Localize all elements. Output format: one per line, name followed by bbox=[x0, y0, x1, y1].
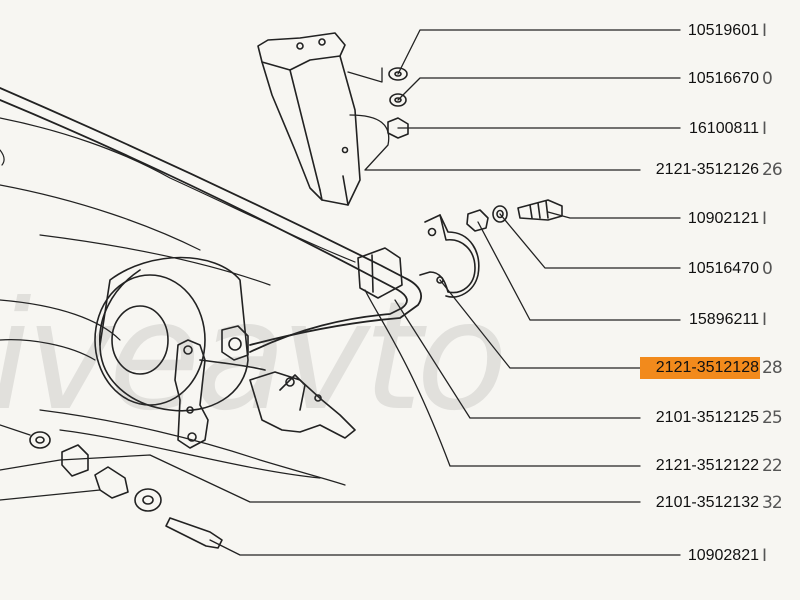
part-number-label[interactable]: 10902821 bbox=[640, 545, 760, 567]
part-number-label[interactable]: 2101-3512125 bbox=[640, 407, 760, 429]
part-number-label[interactable]: 2101-3512132 bbox=[640, 492, 760, 514]
part-number-text: 10902121 bbox=[687, 210, 759, 227]
part-quantity: 0 bbox=[762, 69, 773, 89]
lower-arm-fragment bbox=[249, 371, 356, 439]
link-arm bbox=[174, 339, 266, 449]
part-quantity: 0 bbox=[762, 259, 773, 279]
stabilizer-bar bbox=[0, 87, 422, 353]
part-number-text: 2101-3512125 bbox=[655, 409, 759, 426]
part-quantity: 32 bbox=[762, 493, 783, 513]
part-number-label[interactable]: 2121-3512122 bbox=[640, 455, 760, 477]
part-number-text: 16100811 bbox=[689, 120, 759, 137]
part-number-label[interactable]: 16100811 bbox=[640, 118, 760, 140]
part-quantity: 22 bbox=[762, 456, 783, 476]
part-number-text: 10519601 bbox=[687, 22, 759, 39]
part-quantity: I bbox=[762, 119, 767, 139]
part-number-label[interactable]: 2121-3512128 bbox=[640, 357, 760, 379]
part-quantity: I bbox=[762, 209, 767, 229]
bar-cushion bbox=[357, 247, 403, 299]
part-quantity: 25 bbox=[762, 408, 783, 428]
part-number-text: 10516670 bbox=[687, 70, 759, 87]
part-number-label[interactable]: 10902121 bbox=[640, 208, 760, 230]
part-number-text: 2121-3512128 bbox=[655, 359, 759, 376]
part-quantity: I bbox=[762, 310, 767, 330]
end-bushing bbox=[221, 325, 249, 361]
part-number-text: 10516470 bbox=[687, 260, 759, 277]
mounting-bracket bbox=[257, 32, 361, 206]
part-number-label[interactable]: 15896211 bbox=[640, 309, 760, 331]
leader-lines bbox=[0, 29, 681, 556]
clamp-bracket bbox=[419, 214, 480, 298]
part-number-text: 2121-3512126 bbox=[655, 161, 759, 178]
part-number-label[interactable]: 10519601 bbox=[640, 20, 760, 42]
part-number-text: 2101-3512132 bbox=[655, 494, 759, 511]
part-number-label[interactable]: 10516470 bbox=[640, 258, 760, 280]
part-quantity: I bbox=[762, 21, 767, 41]
hub-housing bbox=[94, 256, 249, 412]
part-quantity: 26 bbox=[762, 160, 783, 180]
part-number-label[interactable]: 2121-3512126 bbox=[640, 159, 760, 181]
part-quantity: I bbox=[762, 546, 767, 566]
part-number-text: 2121-3512122 bbox=[655, 457, 759, 474]
chassis-outline bbox=[0, 117, 356, 486]
part-quantity: 28 bbox=[762, 358, 783, 378]
part-number-text: 10902821 bbox=[687, 547, 759, 564]
lower-fasteners bbox=[29, 431, 223, 549]
upper-fasteners bbox=[387, 67, 563, 232]
part-number-text: 15896211 bbox=[689, 311, 759, 328]
part-number-label[interactable]: 10516670 bbox=[640, 68, 760, 90]
